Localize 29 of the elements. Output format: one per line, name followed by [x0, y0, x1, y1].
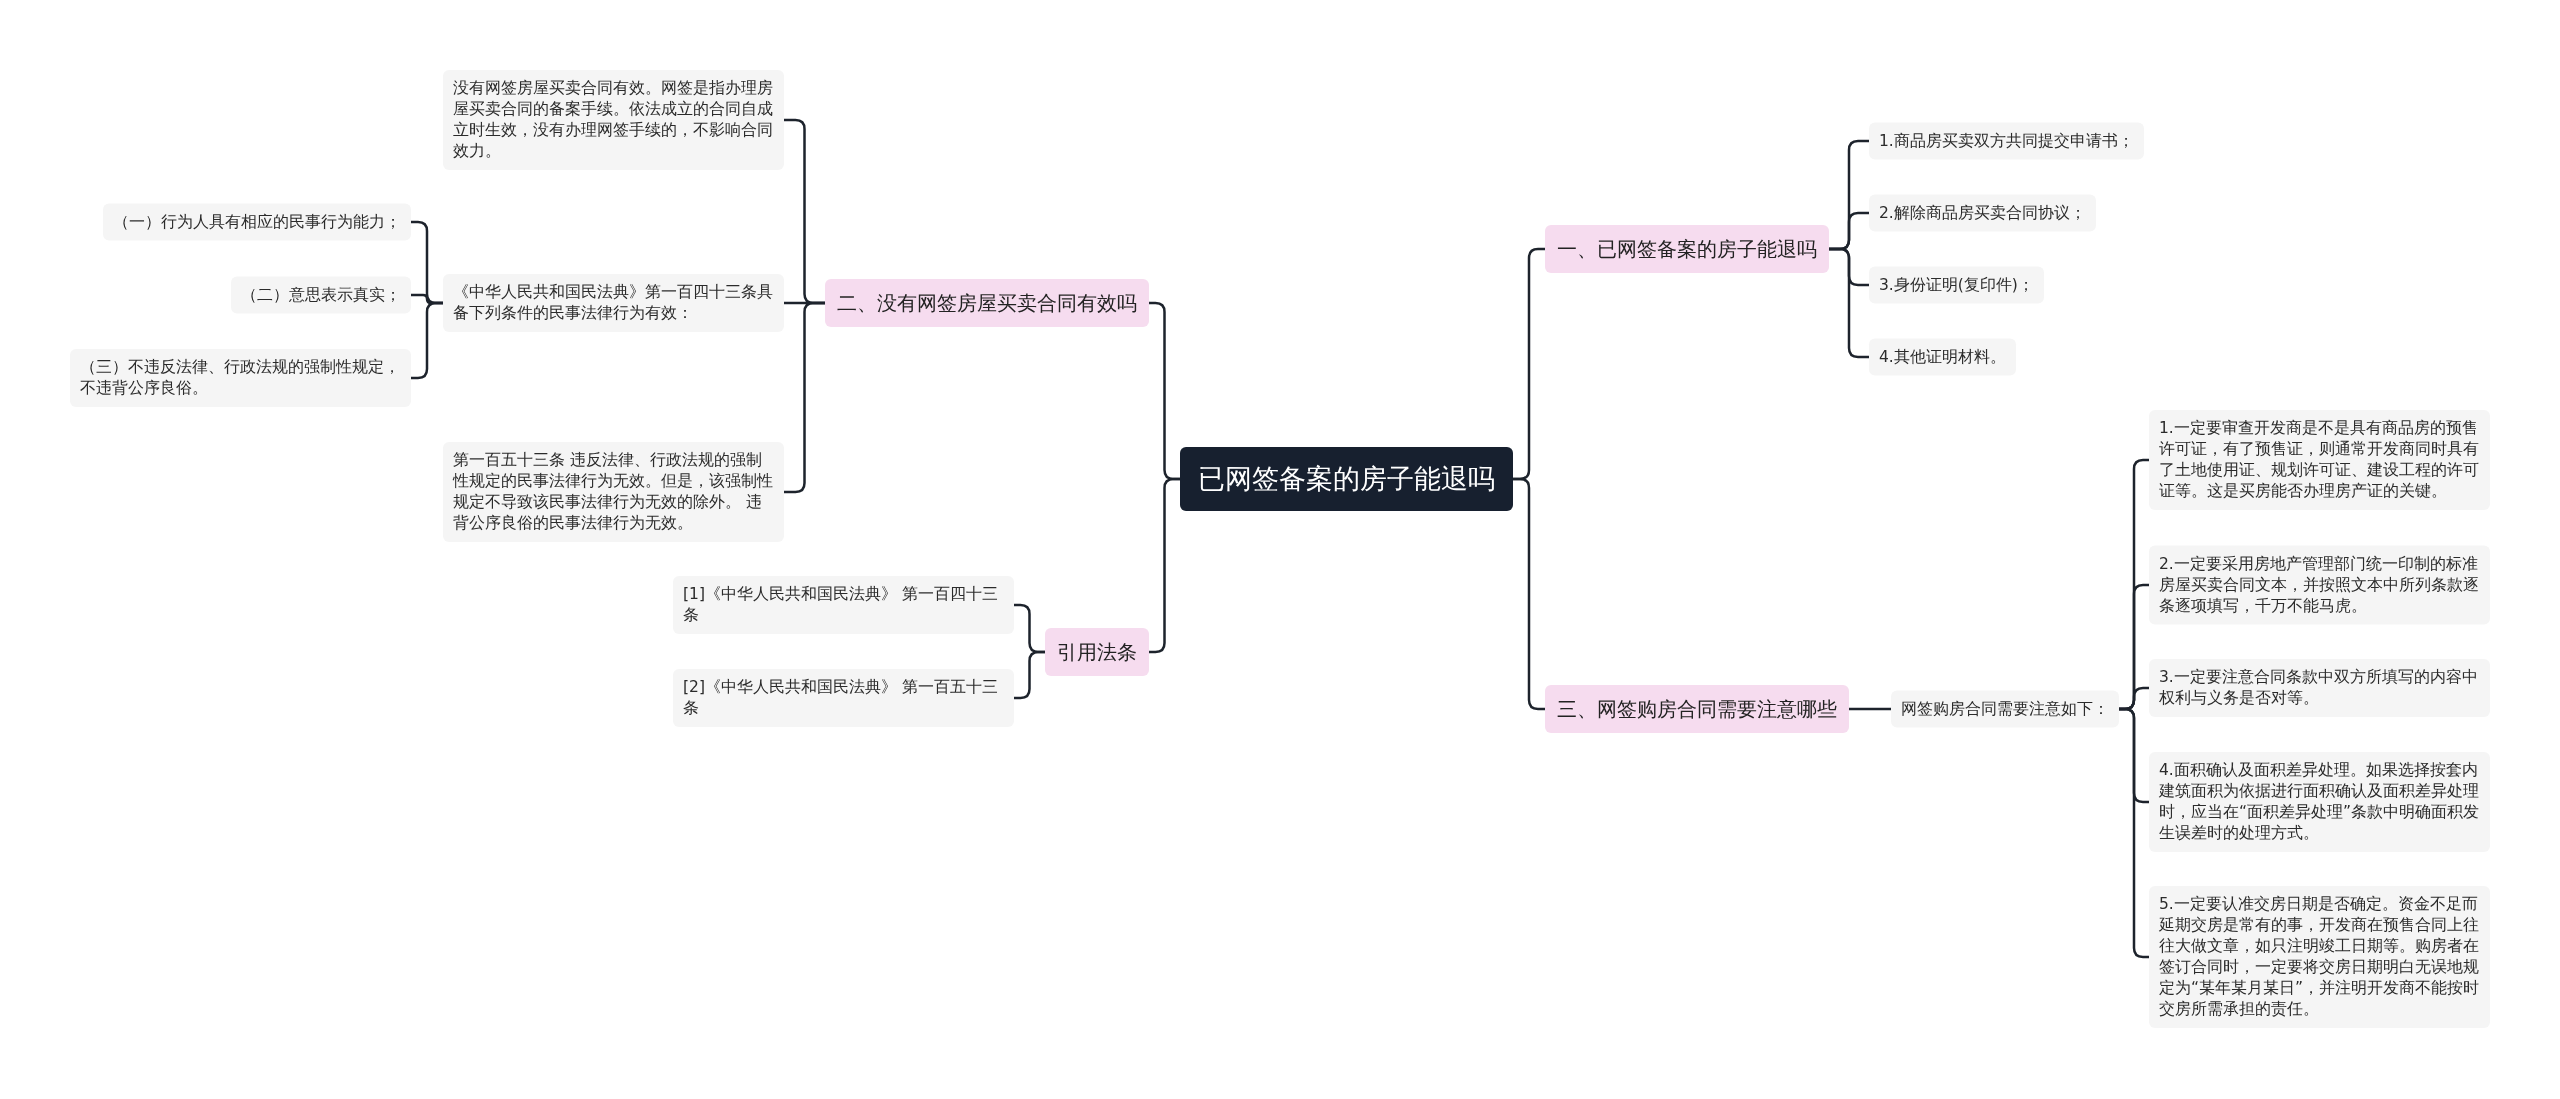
connector-line	[2119, 707, 2149, 959]
subtopic: 1.商品房买卖双方共同提交申请书；	[1869, 122, 2144, 160]
subtopic: 5.一定要认准交房日期是否确定。资金不足而延期交房是常有的事，开发商在预售合同上往往大做文章，如只注明竣工日期等。购房者在签订合同时，一定要将交房日期明白无误地规定为“某年某月某日”，并注明开发商不能按时交房所需承担的责任。	[2149, 886, 2490, 1028]
main-topic: 二、没有网签房屋买卖合同有效吗	[825, 279, 1149, 327]
subtopic: 2.解除商品房买卖合同协议；	[1869, 194, 2096, 232]
main-topic: 引用法条	[1045, 628, 1149, 676]
main-topic: 三、网签购房合同需要注意哪些	[1545, 685, 1849, 733]
subtopic: （二）意思表示真实；	[231, 276, 411, 314]
subtopic: 没有网签房屋买卖合同有效。网签是指办理房屋买卖合同的备案手续。依法成立的合同自成立时生效，没有办理网签手续的，不影响合同效力。	[443, 70, 784, 170]
subtopic: 3.身份证明(复印件)；	[1869, 266, 2044, 304]
subtopic: 《中华人民共和国民法典》第一百四十三条具备下列条件的民事法律行为有效：	[443, 274, 784, 332]
subtopic: 4.面积确认及面积差异处理。如果选择按套内建筑面积为依据进行面积确认及面积差异处理时，应当在“面积差异处理”条款中明确面积发生误差时的处理方式。	[2149, 752, 2490, 852]
connector-line	[1014, 650, 1045, 700]
connector-line	[1849, 707, 1891, 711]
subtopic: [2]《中华人民共和国民法典》 第一百五十三条	[673, 669, 1014, 727]
subtopic: 网签购房合同需要注意如下：	[1891, 690, 2119, 728]
subtopic: 4.其他证明材料。	[1869, 338, 2016, 376]
connector-line	[1149, 477, 1180, 654]
connector-line	[1829, 247, 1869, 359]
connector-line	[784, 301, 825, 494]
subtopic: 第一百五十三条 违反法律、行政法规的强制性规定的民事法律行为无效。但是，该强制性规定不导致该民事法律行为无效的除外。 违背公序良俗的民事法律行为无效。	[443, 442, 784, 542]
subtopic: [1]《中华人民共和国民法典》 第一百四十三条	[673, 576, 1014, 634]
subtopic: （三）不违反法律、行政法规的强制性规定，不违背公序良俗。	[70, 349, 411, 407]
subtopic: 1.一定要审查开发商是不是具有商品房的预售许可证，有了预售证，则通常开发商同时具有了土地使用证、规划许可证、建设工程的许可证等。这是买房能否办理房产证的关键。	[2149, 410, 2490, 510]
subtopic: （一）行为人具有相应的民事行为能力；	[103, 203, 411, 241]
central-topic: 已网签备案的房子能退吗	[1180, 447, 1513, 511]
subtopic: 3.一定要注意合同条款中双方所填写的内容中权利与义务是否对等。	[2149, 659, 2490, 717]
main-topic: 一、已网签备案的房子能退吗	[1545, 225, 1829, 273]
subtopic: 2.一定要采用房地产管理部门统一印制的标准房屋买卖合同文本，并按照文本中所列条款逐条逐项填写，千万不能马虎。	[2149, 545, 2490, 625]
